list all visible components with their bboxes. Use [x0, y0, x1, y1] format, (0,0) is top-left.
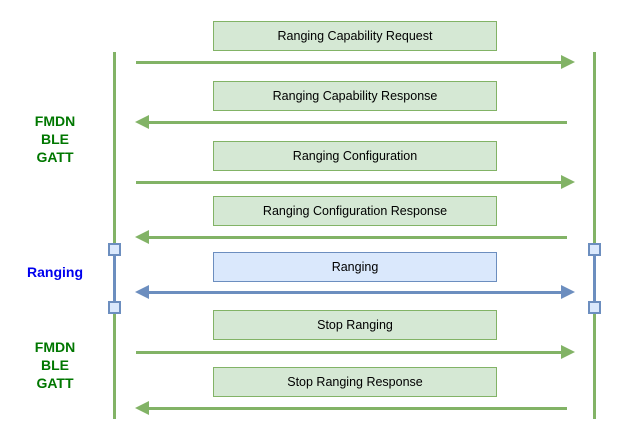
- arrow-line: [146, 236, 567, 239]
- section-label-line: BLE: [41, 131, 69, 147]
- arrow-line: [136, 181, 564, 184]
- activation-marker: [588, 301, 601, 314]
- arrow-right-icon: [136, 175, 575, 189]
- message-box-stop-ranging: Stop Ranging: [213, 310, 497, 340]
- arrow-right-icon: [136, 55, 575, 69]
- section-label-line: GATT: [36, 149, 74, 165]
- arrowhead-right-icon: [561, 175, 575, 189]
- arrow-left-icon: [135, 401, 567, 415]
- message-box-stop-ranging-response: Stop Ranging Response: [213, 367, 497, 397]
- lifeline-right: [593, 52, 596, 419]
- arrow-line: [146, 121, 567, 124]
- section-label-line: BLE: [41, 357, 69, 373]
- activation-marker: [588, 243, 601, 256]
- message-box-ranging-capability-response: Ranging Capability Response: [213, 81, 497, 111]
- section-label-line: FMDN: [34, 113, 76, 129]
- activation-marker: [108, 301, 121, 314]
- message-box-ranging-configuration: Ranging Configuration: [213, 141, 497, 171]
- arrow-right-icon: [136, 345, 575, 359]
- arrowhead-right-icon: [561, 55, 575, 69]
- section-label-line: GATT: [36, 375, 74, 391]
- arrowhead-left-icon: [135, 285, 149, 299]
- ranging-session-segment-left: [113, 249, 116, 307]
- section-label-line: Ranging: [27, 264, 83, 280]
- arrow-line: [136, 61, 564, 64]
- arrow-line: [146, 407, 567, 410]
- lifeline-left: [113, 52, 116, 419]
- arrowhead-left-icon: [135, 115, 149, 129]
- arrow-line: [136, 351, 564, 354]
- message-box-ranging-capability-request: Ranging Capability Request: [213, 21, 497, 51]
- section-label-fmdn-ble-gatt-top: FMDN BLE GATT: [5, 112, 105, 166]
- message-box-ranging: Ranging: [213, 252, 497, 282]
- ranging-session-segment-right: [593, 249, 596, 307]
- arrow-left-icon: [135, 115, 567, 129]
- arrow-bidirectional-icon: [135, 285, 575, 299]
- arrowhead-right-icon: [561, 345, 575, 359]
- message-box-ranging-configuration-response: Ranging Configuration Response: [213, 196, 497, 226]
- arrowhead-right-icon: [561, 285, 575, 299]
- section-label-ranging: Ranging: [5, 263, 105, 281]
- section-label-line: FMDN: [34, 339, 76, 355]
- arrow-line: [146, 291, 564, 294]
- arrowhead-left-icon: [135, 230, 149, 244]
- section-label-fmdn-ble-gatt-bottom: FMDN BLE GATT: [5, 338, 105, 392]
- arrowhead-left-icon: [135, 401, 149, 415]
- activation-marker: [108, 243, 121, 256]
- arrow-left-icon: [135, 230, 567, 244]
